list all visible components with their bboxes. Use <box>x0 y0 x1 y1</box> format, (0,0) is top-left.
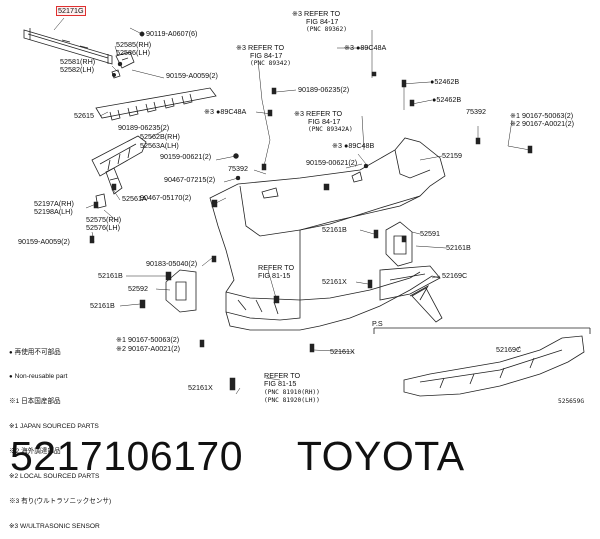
part-label[interactable]: 90159-00621(2) <box>160 152 212 161</box>
ps-label: P.S <box>372 319 383 328</box>
part-label[interactable]: ※2 90167-A0021(2) <box>116 344 180 353</box>
part-label[interactable]: 75392 <box>466 107 486 116</box>
reference-note: REFER TO <box>258 263 295 272</box>
part-label[interactable]: 52161B <box>446 243 471 252</box>
legend-item: Non-reusable part <box>9 373 111 381</box>
reference-note: FIG 81-15 <box>264 379 297 388</box>
part-label[interactable]: 52581(RH) <box>60 57 96 66</box>
part-label[interactable]: ●52462B <box>432 95 462 104</box>
bracket-52591 <box>385 221 413 267</box>
part-label[interactable]: 52582(LH) <box>60 65 94 74</box>
part-label[interactable]: 90159-A0059(2) <box>166 71 218 80</box>
part-label[interactable]: 52592 <box>128 284 148 293</box>
part-label[interactable]: ※2 90167-A0021(2) <box>510 119 574 128</box>
part-label[interactable]: 52161B <box>322 225 347 234</box>
part-label[interactable]: 52161X <box>188 383 213 392</box>
part-label[interactable]: 52169C <box>496 345 522 354</box>
part-label[interactable]: 52161X <box>330 347 355 356</box>
part-label[interactable]: 90189-06235(2) <box>298 85 350 94</box>
part-label[interactable]: ※3 ●89C48B <box>332 141 375 150</box>
reference-note: (PNC 81910(RH)) <box>264 389 320 396</box>
part-label[interactable]: 90467-05170(2) <box>140 193 192 202</box>
reference-note: (PNC 89342A) <box>308 126 353 133</box>
part-label[interactable]: 52562B(RH) <box>140 132 180 141</box>
part-label[interactable]: 52615 <box>74 111 94 120</box>
reference-note: FIG 81-15 <box>258 271 291 280</box>
legend-item: 再使用不可部品 <box>9 349 111 357</box>
part-label[interactable]: 52169C <box>442 271 468 280</box>
part-label[interactable]: ※1 90167-50063(2) <box>116 335 180 344</box>
reference-note: FIG 84-17 <box>306 17 339 26</box>
part-label[interactable]: 52161B <box>90 301 115 310</box>
part-label[interactable]: 75392 <box>228 164 248 173</box>
legend-item: ※2 海外調達部品 <box>9 448 61 456</box>
legend-item: ※1 日本国産部品 <box>9 398 61 406</box>
part-label[interactable]: 52159 <box>442 151 462 160</box>
caption: 5217106170 TOYOTA <box>10 428 590 488</box>
part-label[interactable]: 90119-A0607(6) <box>146 29 198 38</box>
part-label[interactable]: 90189-06235(2) <box>118 123 170 132</box>
reference-note: ※3 REFER TO <box>292 9 341 18</box>
legend-item: ※2 LOCAL SOURCED PARTS <box>9 473 100 481</box>
reference-note: (PNC 89342) <box>250 60 291 67</box>
part-label[interactable]: 52161X <box>322 277 347 286</box>
reference-note: FIG 84-17 <box>250 51 283 60</box>
part-label[interactable]: 52575(RH) <box>86 215 122 224</box>
part-label[interactable]: 90183-05040(2) <box>146 259 198 268</box>
part-label[interactable]: 52586(LH) <box>116 48 150 57</box>
bracket-52561a <box>105 167 123 195</box>
part-label[interactable]: ※1 90167-50063(2) <box>510 111 574 120</box>
legend-item: ※1 JAPAN SOURCED PARTS <box>9 423 99 431</box>
reference-note: ※3 REFER TO <box>236 43 285 52</box>
pointer-arrow <box>409 284 443 323</box>
part-label[interactable]: 90467-07215(2) <box>164 175 216 184</box>
part-label[interactable]: 52585(RH) <box>116 40 152 49</box>
reference-note: REFER TO <box>264 371 301 380</box>
parts-diagram <box>23 17 591 397</box>
part-label[interactable]: 52161B <box>98 271 123 280</box>
part-number: 5217106170 <box>10 433 244 479</box>
part-label[interactable]: 52561A <box>122 194 147 203</box>
diffuser-detail <box>403 335 585 397</box>
reference-note: (PNC 89362) <box>306 26 347 33</box>
part-label[interactable]: 52198A(LH) <box>34 207 73 216</box>
fasteners <box>89 31 533 391</box>
reference-note: FIG 84-17 <box>308 117 341 126</box>
side-bracket <box>91 135 147 177</box>
part-label[interactable]: 90159-A0059(2) <box>18 237 70 246</box>
energy-absorber <box>95 87 217 121</box>
part-label[interactable]: 52197A(RH) <box>34 199 74 208</box>
part-label[interactable]: 52563A(LH) <box>140 141 179 150</box>
part-label-highlighted[interactable]: 52171G <box>56 6 86 16</box>
part-label[interactable]: 52576(LH) <box>86 223 120 232</box>
part-label[interactable]: ※3 ●89C48A <box>344 43 387 52</box>
leader-lines <box>53 17 531 395</box>
part-label[interactable]: ●52462B <box>430 77 460 86</box>
reference-note: ※3 REFER TO <box>294 109 343 118</box>
part-label[interactable]: 90159-00621(2) <box>306 158 358 167</box>
reinforcement-bar <box>23 28 113 65</box>
legend-item: ※3 有り(ウルトラソニックセンサ) <box>9 497 112 505</box>
brand-name: TOYOTA <box>296 433 465 479</box>
part-label[interactable]: 52591 <box>420 229 440 238</box>
part-label[interactable]: ※3 ●89C48A <box>204 107 247 116</box>
figure-code: 525659G <box>558 398 585 405</box>
reference-note: (PNC 81920(LH)) <box>264 397 320 404</box>
bracket-52592 <box>165 269 197 313</box>
diffuser-on-cover <box>379 265 441 301</box>
legend-item: ※3 W/ULTRASONIC SENSOR <box>9 522 100 530</box>
